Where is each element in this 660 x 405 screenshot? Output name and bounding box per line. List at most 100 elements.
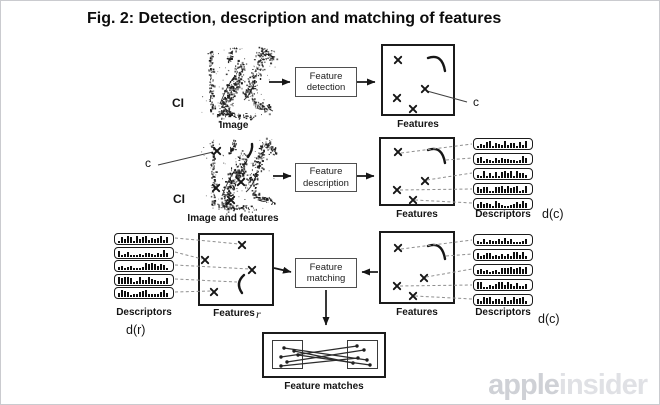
histogram-bar [513,252,515,259]
histogram-bar [130,266,132,270]
histogram-bar [495,299,497,304]
histogram-bar [504,189,506,193]
histogram-bar [501,172,503,178]
histogram-bar [148,252,150,257]
histogram-bar [513,204,515,208]
histogram-bar [525,203,527,208]
row2-descriptor-box [473,138,533,150]
histogram-bar [492,191,494,193]
histogram-bar [507,173,509,178]
histogram-bar [166,293,168,297]
histogram-bar [522,145,524,148]
histogram-bar [510,256,512,259]
histogram-bar [498,299,500,304]
histogram-bar [516,202,518,208]
matches-left-frame [272,340,303,369]
histogram-bar [522,156,524,163]
histogram-bar [489,272,491,274]
histogram-bar [145,290,147,297]
histogram-bar [130,295,132,297]
histogram-bar [507,254,509,259]
row2-descriptor-box [473,153,533,165]
histogram-bar [151,238,153,243]
histogram-bar [480,242,482,244]
histogram-bar [495,158,497,163]
histogram-bar [510,239,512,244]
histogram-bar [495,172,497,178]
row1-image-label: Image [219,120,249,131]
histogram-bar [154,239,156,243]
histogram-bar [148,276,150,284]
histogram-bar [486,176,488,178]
row3-left-descriptor-box [114,246,174,259]
histogram-bar [486,242,488,244]
histogram-bar [157,238,159,243]
histogram-bar [495,284,497,289]
histogram-bar [495,270,497,274]
histogram-bar [513,242,515,244]
histogram-bar [142,254,144,257]
histogram-bar [480,157,482,163]
row2-dc-label: d(c) [542,207,564,221]
histogram-bar [489,173,491,178]
histogram-bar [166,237,168,243]
histogram-bar [148,294,150,297]
row3-dr-label: d(r) [126,323,146,337]
feature-x-mark [212,146,222,156]
histogram-bar [483,161,485,163]
histogram-bar [166,252,168,257]
histogram-bar [495,241,497,244]
histogram-bar [495,187,497,193]
histogram-bar [163,280,165,284]
row3-right-descriptor-box [473,294,533,306]
histogram-bar [519,160,521,163]
histogram-bar [127,276,129,284]
histogram-bar [151,263,153,270]
histogram-bar [124,291,126,297]
histogram-bar [477,204,479,208]
histogram-bar [516,146,518,148]
histogram-bar [486,159,488,163]
histogram-bar [477,270,479,274]
histogram-bar [492,176,494,178]
histogram-bar [480,256,482,259]
histogram-bar [157,252,159,257]
histogram-bar [148,240,150,243]
histogram-bar [513,269,515,274]
histogram-bar [118,241,120,243]
histogram-bar [498,203,500,208]
histogram-bar [142,237,144,243]
histogram-bar [498,256,500,259]
histogram-bar [477,241,479,244]
feature-matches-label: Feature matches [284,381,364,392]
histogram-bar [510,143,512,148]
histogram-bar [486,270,488,274]
row2-descriptors-label: Descriptors [475,209,531,220]
row2-c-label: c [145,156,151,170]
histogram-bar [489,160,491,163]
histogram-bar [516,186,518,193]
histogram-bar [510,267,512,274]
histogram-bar [522,201,524,208]
histogram-bar [522,269,524,274]
histogram-bar [160,264,162,270]
histogram-bar [118,293,120,297]
histogram-bar [121,266,123,270]
histogram-bar [480,202,482,208]
histogram-bar [519,267,521,274]
c-callout-line [157,151,214,166]
histogram-bar [136,294,138,297]
histogram-bar [480,282,482,289]
histogram-bar [136,254,138,257]
row3-right-features-box [379,231,455,304]
histogram-bar [501,186,503,193]
histogram-bar [163,240,165,243]
histogram-bar [525,186,527,193]
histogram-bar [124,268,126,270]
histogram-bar [507,186,509,193]
histogram-bar [501,158,503,163]
histogram-bar [501,241,503,244]
histogram-bar [139,268,141,270]
histogram-bar [504,297,506,304]
